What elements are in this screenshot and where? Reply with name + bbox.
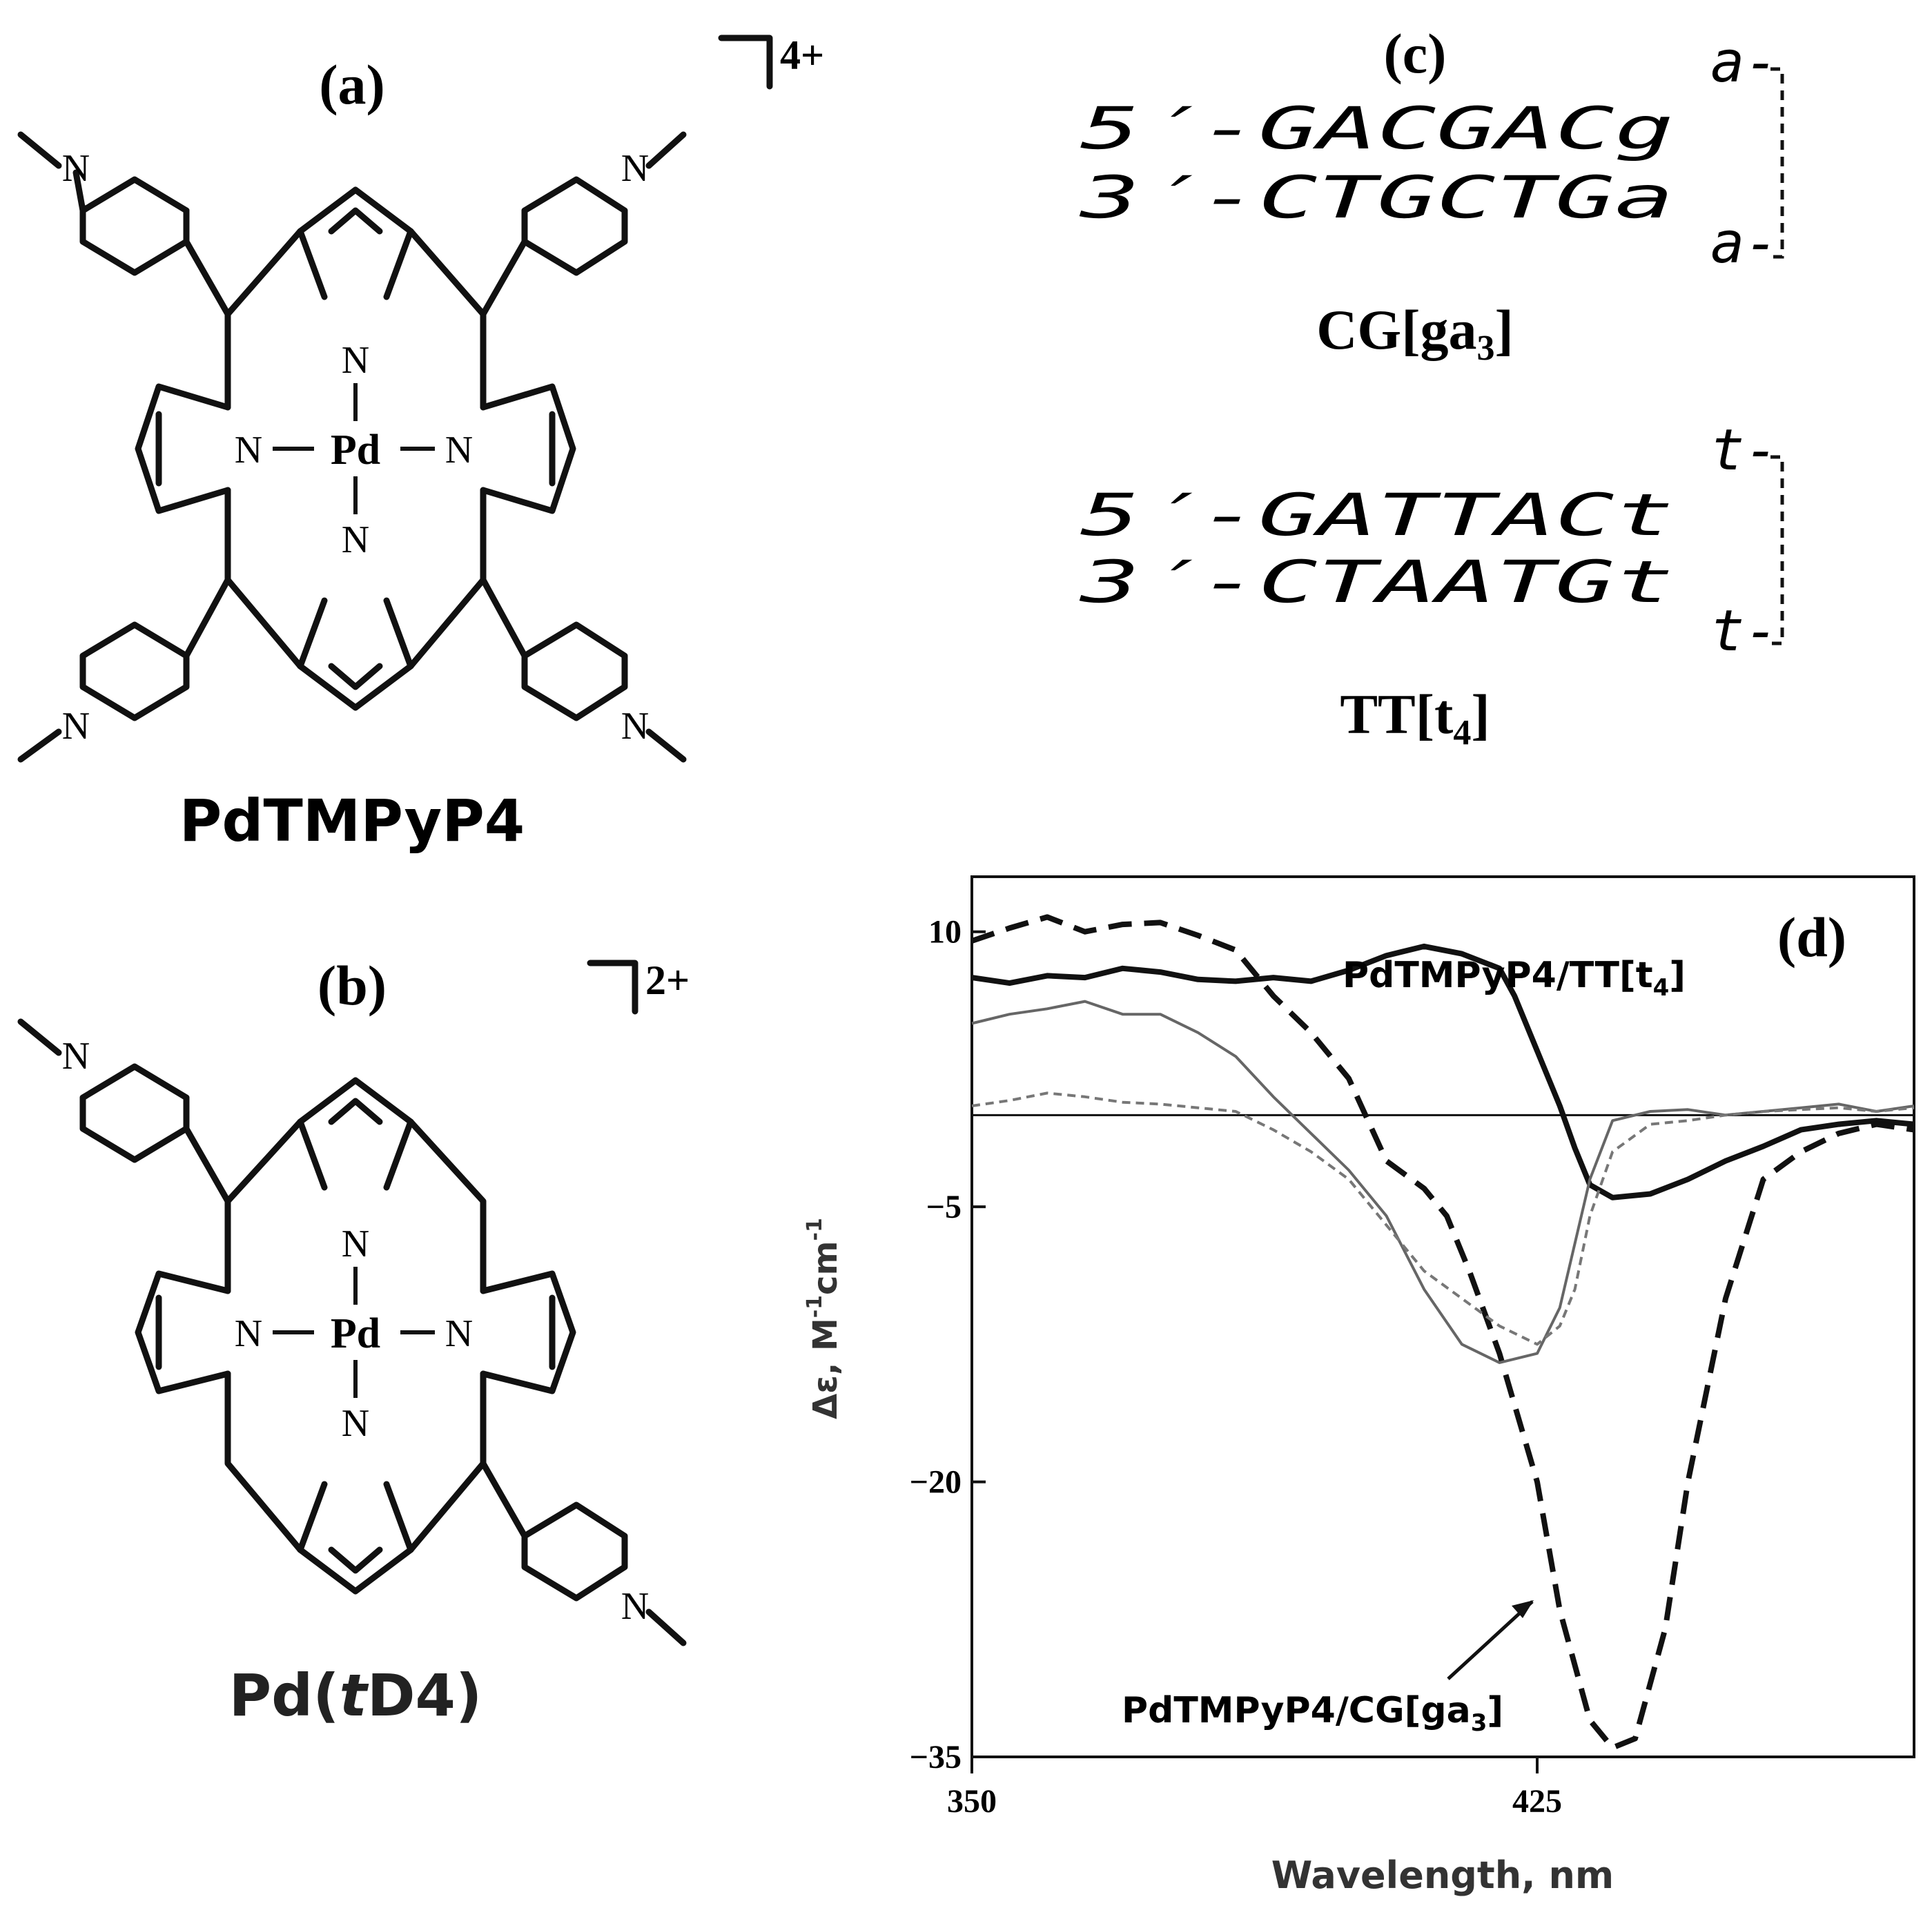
x-axis-ticks: 350 425 [947, 1757, 1562, 1820]
loop-bottom: a- [1710, 211, 1779, 276]
hairpin-cg: a- 5′-GACGACg 3′-CTGCTGa a- CG[ga3] [1079, 30, 1784, 368]
annotation-tt: PdTMPyP4/TT[t4] [1343, 955, 1686, 1002]
metal-pd-a: Pd [331, 427, 380, 474]
panel-c: (c) a- 5′-GACGACg 3′-CTGCTGa a- CG[ga3] … [1079, 22, 1784, 752]
panel-a-label: (a) [319, 53, 385, 116]
atom-n: N [621, 1585, 649, 1628]
bottom-strand: 3′-CTGCTGa [1079, 164, 1674, 231]
atom-n: N [342, 518, 369, 561]
panel-b-charge: 2+ [645, 957, 690, 1003]
porphyrin-core-b: N N N N Pd [135, 1077, 576, 1595]
atom-n: N [235, 1312, 262, 1355]
pyridinium-bottom-right-b: N [480, 1460, 687, 1646]
panel-d-label: (d) [1777, 906, 1846, 969]
panel-a: (a) 4+ N N [17, 32, 824, 855]
loop-bracket [1770, 455, 1784, 645]
metal-pd-b: Pd [331, 1310, 380, 1357]
atom-n: N [621, 705, 649, 748]
x-tick-label: 350 [947, 1783, 997, 1820]
atom-n: N [445, 1312, 473, 1355]
loop-top: a- [1710, 30, 1779, 95]
annotation-arrow [1447, 1600, 1534, 1680]
loop-bracket [1770, 67, 1784, 259]
pyridinium-top-left: N [17, 131, 231, 318]
pyridinium-bottom-right: N [480, 576, 687, 763]
y-tick-label: −5 [926, 1189, 962, 1225]
atom-n: N [342, 339, 369, 382]
atom-n: N [62, 147, 90, 190]
y-tick-label: −20 [910, 1464, 962, 1501]
porphyrin-core-a: N N N N Pd [135, 186, 576, 711]
annotation-cg: PdTMPyP4/CG[ga3] [1122, 1690, 1503, 1737]
y-tick-label: −35 [910, 1739, 962, 1776]
loop-top: t- [1710, 418, 1779, 483]
top-strand: 5′-GATTACt [1080, 481, 1674, 549]
pyridinium-bottom-left: N [17, 576, 231, 763]
loop-bottom: t- [1710, 599, 1779, 664]
series-line-3 [971, 1000, 1915, 1364]
x-tick-label: 425 [1512, 1783, 1562, 1820]
panel-a-charge: 4+ [780, 32, 824, 78]
panel-b-label: (b) [318, 954, 387, 1017]
plot-frame [970, 875, 1915, 1758]
atom-n: N [445, 429, 473, 471]
atom-n: N [62, 1035, 90, 1078]
cd-spectrum-chart: 10 −5 −20 −35 350 425 (d) PdTMPyP4/TT[t4] Pd… [803, 875, 1915, 1897]
charge-bracket-b [587, 960, 638, 1015]
series-line-1 [971, 943, 1915, 1200]
pyridinium-top-left-b: N [17, 1018, 231, 1205]
y-tick-label: 10 [928, 914, 962, 951]
series-layer [970, 914, 1915, 1751]
compound-name-b: Pd(tD4) [229, 1662, 482, 1729]
atom-n: N [342, 1402, 369, 1445]
hairpin-name: TT[t4] [1340, 683, 1490, 752]
y-axis-ticks: 10 −5 −20 −35 [910, 914, 986, 1776]
bottom-strand: 3′-CTAATGt [1079, 548, 1674, 616]
top-strand: 5′-GACGACg [1080, 95, 1674, 162]
panel-c-label: (c) [1383, 22, 1446, 85]
atom-n: N [621, 147, 649, 190]
atom-n: N [235, 429, 262, 471]
hairpin-tt: t- 5′-GATTACt 3′-CTAATGt t- TT[t4] [1079, 418, 1784, 752]
atom-n: N [62, 705, 90, 748]
y-axis-label: Δε, M-1cm-1 [803, 1218, 845, 1419]
atom-n: N [342, 1223, 369, 1265]
compound-name-a: PdTMPyP4 [179, 787, 525, 855]
series-line-2 [970, 914, 1915, 1751]
pyridinium-top-right: N [480, 131, 687, 318]
charge-bracket-a [718, 35, 773, 90]
panel-b: (b) 2+ N N N N Pd [17, 954, 690, 1729]
x-axis-label: Wavelength, nm [1271, 1854, 1614, 1897]
arrowhead-icon [1512, 1600, 1534, 1618]
series-line-4 [971, 1091, 1915, 1346]
hairpin-name: CG[ga3] [1316, 298, 1514, 368]
